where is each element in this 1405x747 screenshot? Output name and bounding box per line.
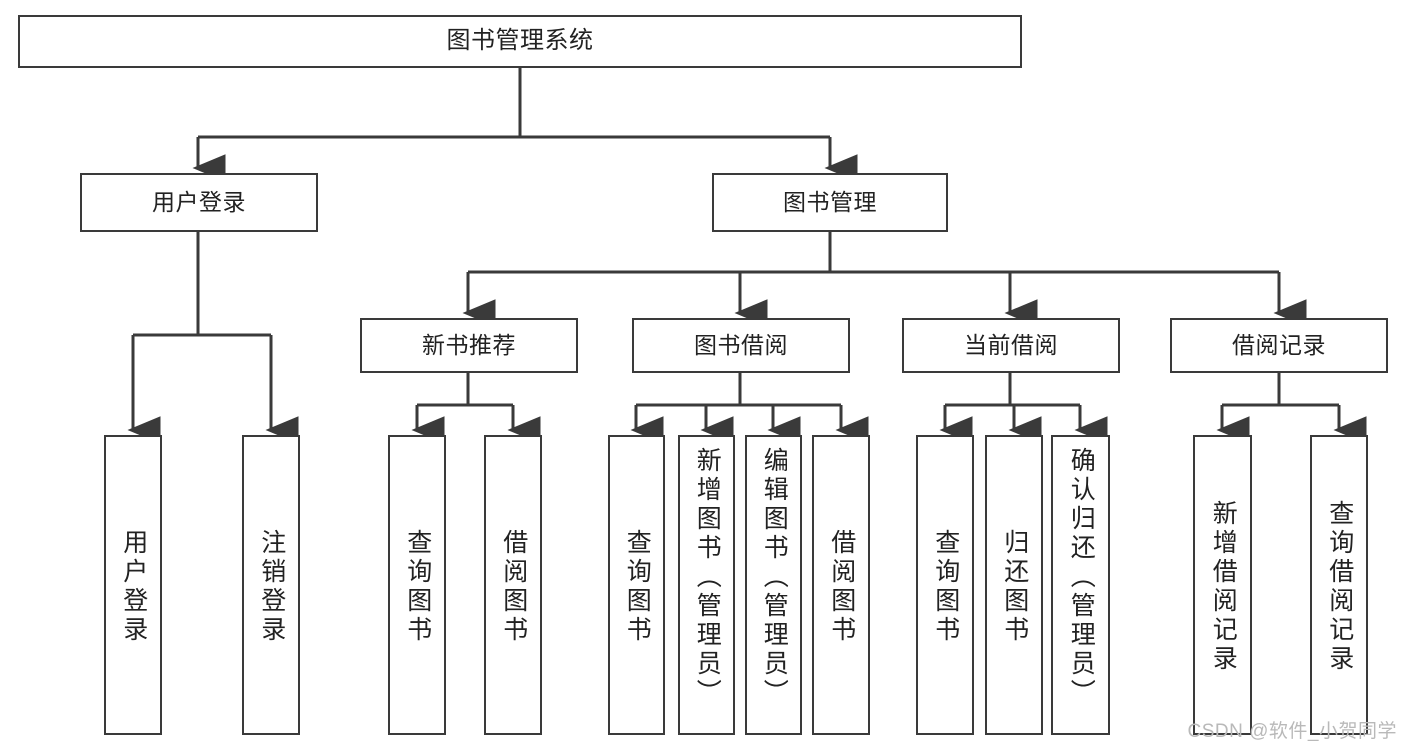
node-leaf-borrow-book-recommend[interactable]: 借阅图书 (484, 435, 542, 735)
node-user-login-label: 用户登录 (152, 188, 246, 215)
node-leaf-return-book[interactable]: 归还图书 (985, 435, 1043, 735)
node-leaf-query-borrow-record[interactable]: 查询借阅记录 (1310, 435, 1368, 735)
node-leaf-edit-book-admin-label: 编辑图书（管理员） (760, 447, 789, 708)
node-leaf-query-borrow-record-label: 查询借阅记录 (1325, 500, 1354, 674)
node-leaf-query-book[interactable]: 查询图书 (608, 435, 665, 735)
node-leaf-query-book-current-label: 查询图书 (931, 529, 960, 645)
node-leaf-logout-label: 注销登录 (257, 529, 286, 645)
node-leaf-query-book-current[interactable]: 查询图书 (916, 435, 974, 735)
node-current-borrow[interactable]: 当前借阅 (902, 318, 1120, 373)
node-leaf-add-borrow-record-label: 新增借阅记录 (1209, 500, 1238, 674)
node-leaf-user-login-label: 用户登录 (119, 529, 148, 645)
node-leaf-edit-book-admin[interactable]: 编辑图书（管理员） (745, 435, 802, 735)
node-leaf-borrow-book-label: 借阅图书 (827, 529, 856, 645)
node-leaf-borrow-book-recommend-label: 借阅图书 (499, 529, 528, 645)
node-book-management[interactable]: 图书管理 (712, 173, 948, 232)
node-leaf-query-book-recommend[interactable]: 查询图书 (388, 435, 446, 735)
node-leaf-confirm-return-admin-label: 确认归还（管理员） (1067, 447, 1096, 708)
node-leaf-logout[interactable]: 注销登录 (242, 435, 300, 735)
node-book-borrow[interactable]: 图书借阅 (632, 318, 850, 373)
node-borrow-records[interactable]: 借阅记录 (1170, 318, 1388, 373)
node-root-system[interactable]: 图书管理系统 (18, 15, 1022, 68)
node-leaf-add-borrow-record[interactable]: 新增借阅记录 (1193, 435, 1252, 735)
node-new-book-recommend-label: 新书推荐 (422, 331, 516, 358)
csdn-watermark: CSDN @软件_小贺同学 (1187, 721, 1397, 742)
node-leaf-borrow-book[interactable]: 借阅图书 (812, 435, 870, 735)
node-user-login[interactable]: 用户登录 (80, 173, 318, 232)
node-leaf-add-book-admin[interactable]: 新增图书（管理员） (678, 435, 735, 735)
node-new-book-recommend[interactable]: 新书推荐 (360, 318, 578, 373)
node-leaf-add-book-admin-label: 新增图书（管理员） (693, 447, 722, 708)
node-leaf-query-book-recommend-label: 查询图书 (403, 529, 432, 645)
node-leaf-query-book-label: 查询图书 (623, 529, 652, 645)
node-root-system-label: 图书管理系统 (446, 27, 594, 55)
node-leaf-user-login[interactable]: 用户登录 (104, 435, 162, 735)
node-book-borrow-label: 图书借阅 (694, 331, 788, 358)
node-leaf-confirm-return-admin[interactable]: 确认归还（管理员） (1051, 435, 1110, 735)
node-book-management-label: 图书管理 (783, 188, 877, 215)
node-leaf-return-book-label: 归还图书 (1000, 529, 1029, 645)
node-current-borrow-label: 当前借阅 (964, 331, 1058, 358)
node-borrow-records-label: 借阅记录 (1232, 331, 1326, 358)
